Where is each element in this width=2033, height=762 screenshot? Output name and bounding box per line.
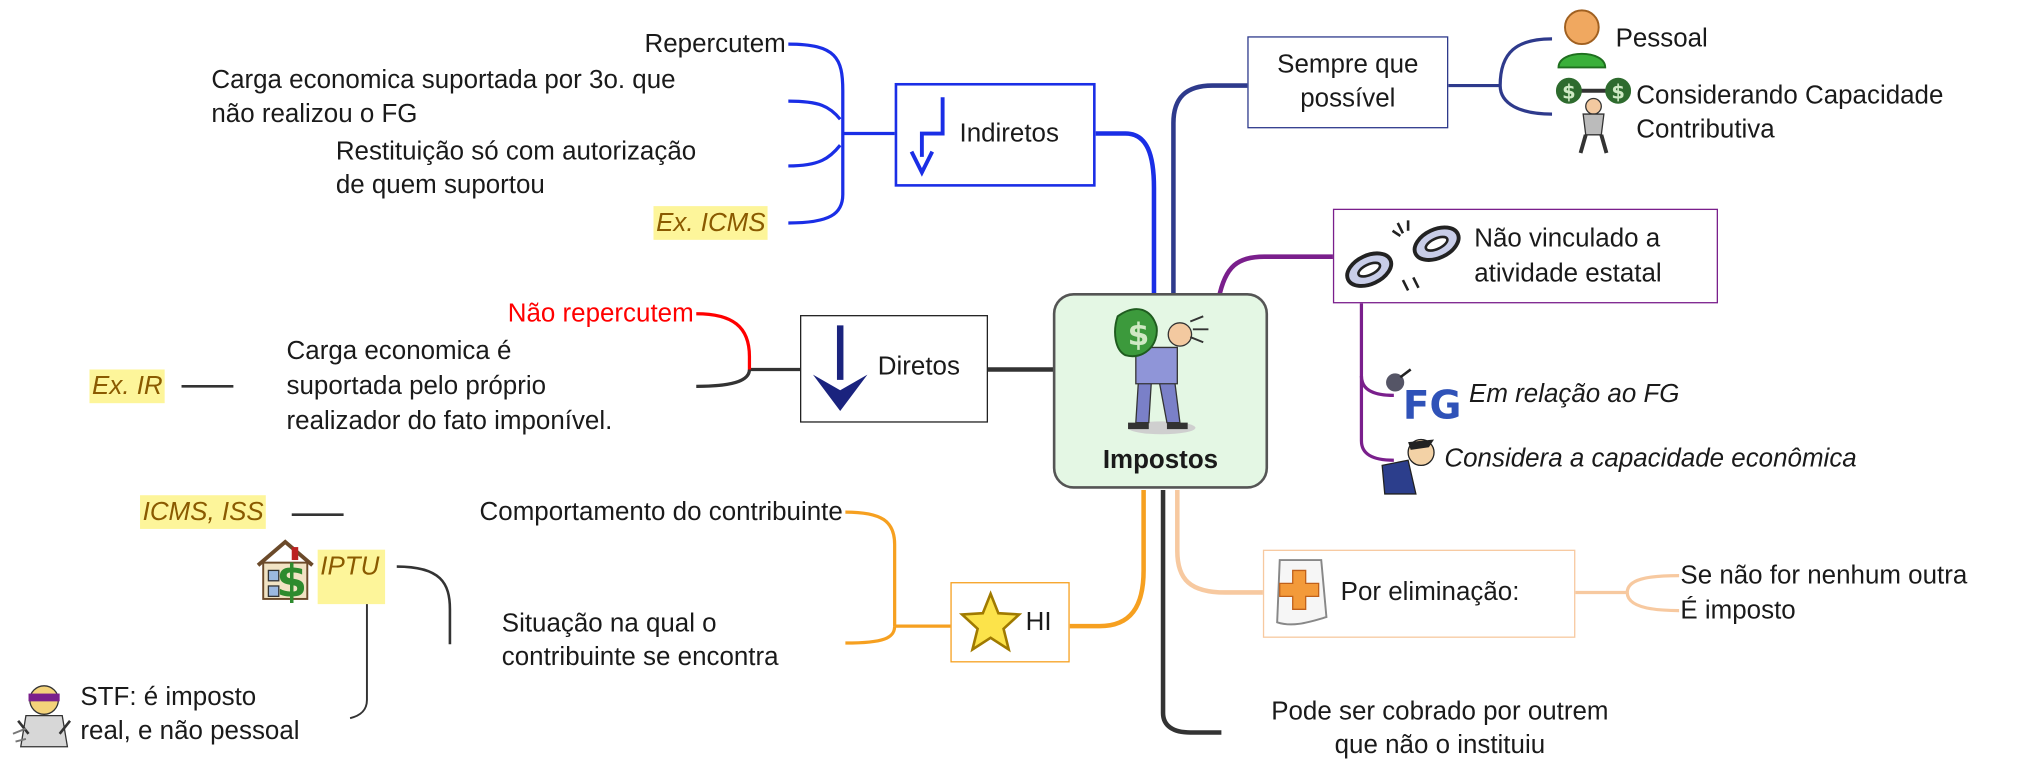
sempre-label-line1: Sempre que bbox=[1277, 50, 1419, 80]
indiretos-carga-line1: Carga economica suportada por 3o. que bbox=[211, 66, 676, 95]
diretos-carga-line2: suportada pelo próprio bbox=[286, 372, 547, 401]
weightlifter-dollar-icon: $ $ bbox=[1555, 77, 1632, 154]
arrow-down-icon bbox=[812, 325, 868, 411]
sempre-label-line2: possível bbox=[1300, 84, 1396, 113]
diretos-label: Diretos bbox=[877, 352, 960, 382]
diretos-carga-line3: realizador do fato imponível. bbox=[286, 407, 613, 436]
fg-icon: FG bbox=[1386, 368, 1461, 424]
person-icon bbox=[1557, 9, 1607, 69]
diretos-example: Ex. IR bbox=[89, 369, 166, 404]
indiretos-restituicao-line2: de quem suportou bbox=[335, 171, 545, 200]
sempre-pessoal: Pessoal bbox=[1615, 24, 1708, 54]
hi-comportamento: Comportamento do contribuinte bbox=[479, 497, 843, 527]
diretos-node[interactable] bbox=[800, 315, 989, 423]
indiretos-repercutem: Repercutem bbox=[644, 29, 786, 59]
diretos-carga-line1: Carga economica é bbox=[286, 337, 512, 366]
hi-icms-iss: ICMS, ISS bbox=[140, 495, 267, 529]
indiretos-carga-line2: não realizou o FG bbox=[211, 99, 418, 129]
hi-situacao-line2: contribuinte se encontra bbox=[501, 643, 779, 672]
nao-vinculado-capacidade: Considera a capacidade econômica bbox=[1444, 444, 1857, 474]
eliminacao-label: Por eliminação: bbox=[1340, 578, 1520, 607]
outrem-line1: Pode ser cobrado por outrem bbox=[1271, 697, 1609, 726]
indiretos-example: Ex. ICMS bbox=[653, 206, 769, 240]
nao-vinculado-line2: atividade estatal bbox=[1474, 259, 1662, 288]
svg-text:$: $ bbox=[1562, 81, 1576, 104]
hi-situacao-line1: Situação na qual o bbox=[501, 609, 717, 638]
nao-vinculado-fg: Em relação ao FG bbox=[1469, 379, 1680, 409]
central-node[interactable]: $ Impostos bbox=[1052, 292, 1269, 489]
house-dollar-icon: $ bbox=[256, 539, 314, 604]
outrem-line2: que não o instituiu bbox=[1334, 731, 1546, 760]
sempre-node[interactable]: Sempre que possível bbox=[1247, 36, 1449, 129]
sempre-capacidade-line1: Considerando Capacidade bbox=[1636, 81, 1944, 111]
svg-text:FG: FG bbox=[1403, 384, 1461, 424]
hi-stf-line2: real, e não pessoal bbox=[80, 716, 300, 746]
hi-stf-line1: STF: é imposto bbox=[80, 683, 257, 712]
indiretos-label: Indiretos bbox=[959, 119, 1059, 148]
diretos-nao-repercutem: Não repercutem bbox=[507, 299, 694, 328]
star-icon bbox=[958, 590, 1023, 653]
arrow-down-return-icon bbox=[909, 97, 945, 177]
svg-text:$: $ bbox=[1128, 317, 1150, 353]
nao-vinculado-line1: Não vinculado a bbox=[1474, 224, 1661, 253]
eliminacao-line2: É imposto bbox=[1680, 596, 1796, 625]
detective-icon bbox=[12, 685, 72, 748]
plus-paper-icon bbox=[1276, 559, 1328, 626]
indiretos-restituicao-line1: Restituição só com autorização bbox=[335, 137, 697, 166]
hi-iptu: IPTU bbox=[317, 549, 385, 605]
hi-label: HI bbox=[1025, 608, 1052, 637]
sempre-capacidade-line2: Contributiva bbox=[1636, 115, 1775, 144]
broken-chain-icon bbox=[1345, 220, 1461, 291]
svg-text:$: $ bbox=[1611, 81, 1625, 104]
money-man-icon: $ bbox=[1114, 308, 1209, 435]
svg-text:$: $ bbox=[276, 556, 307, 604]
mascot-icon bbox=[1381, 438, 1435, 495]
eliminacao-line1: Se não for nenhum outra bbox=[1680, 561, 1968, 590]
central-label: Impostos bbox=[1102, 445, 1219, 475]
